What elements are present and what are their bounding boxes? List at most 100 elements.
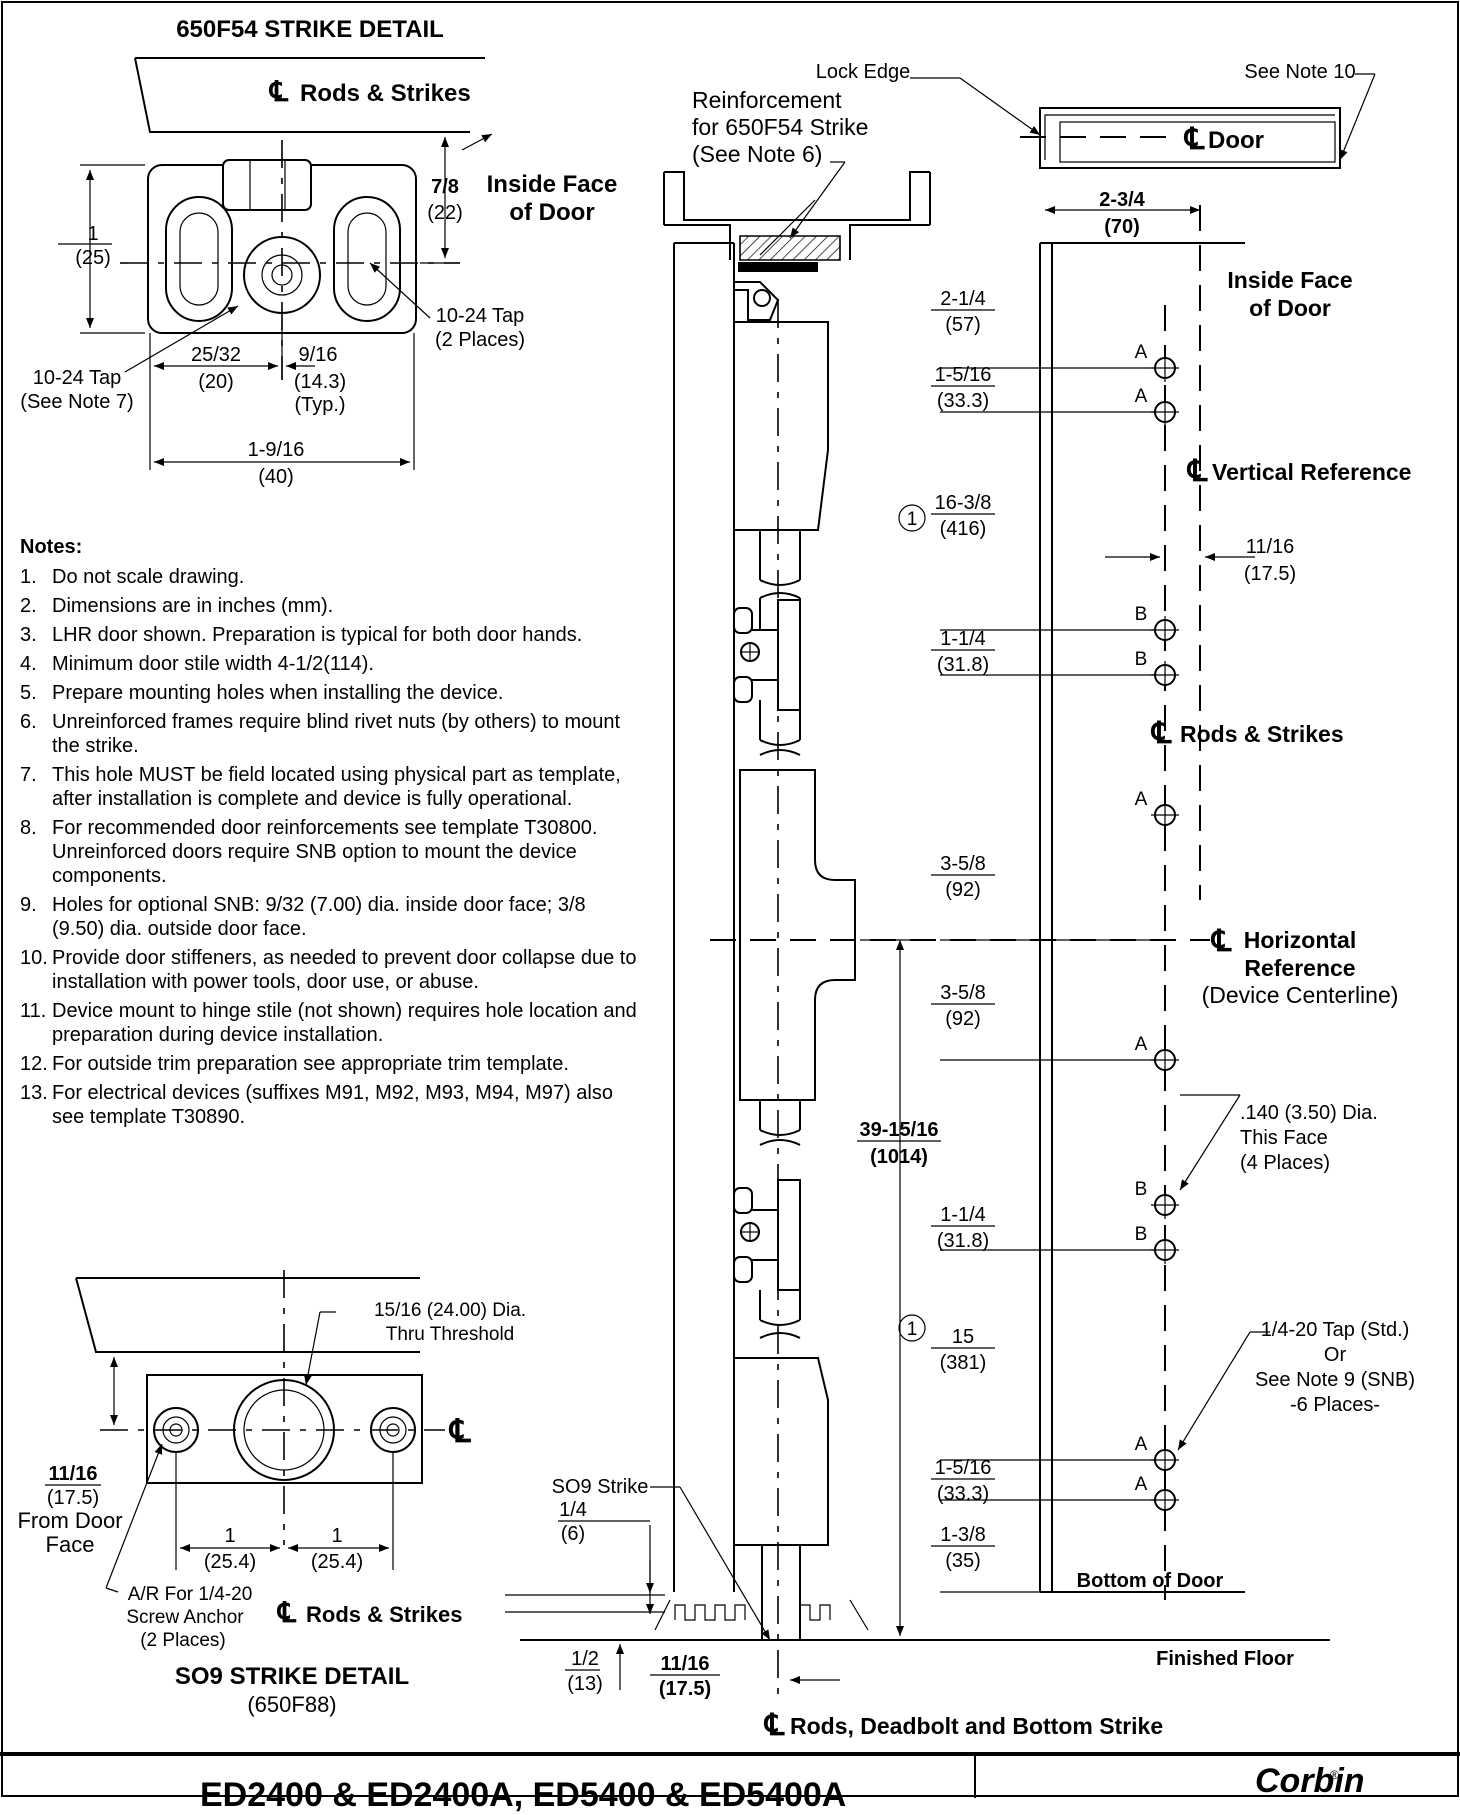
note-text: For recommended door reinforcements see … — [52, 817, 598, 887]
strike-650f54-detail: 650F54 STRIKE DETAIL ℄ Rods & Strikes 7/… — [20, 16, 617, 488]
strike-650f54-cl-label: Rods & Strikes — [300, 80, 471, 107]
reinforcement-label: Reinforcement — [692, 87, 842, 113]
cl-door-label: Door — [1208, 127, 1264, 154]
inside-face-label: of Door — [509, 199, 594, 226]
note-number: 8. — [20, 817, 37, 839]
dim-label: From Door — [17, 1508, 122, 1533]
tap-label: -6 Places- — [1290, 1394, 1380, 1416]
tap-label: See Note 9 (SNB) — [1255, 1369, 1415, 1391]
note-item: 3. LHR door shown. Preparation is typical… — [20, 623, 640, 647]
cl-horizontal-label: Reference — [1244, 955, 1355, 981]
note-item: 4.Minimum door stile width 4-1/2(114). — [20, 652, 640, 676]
note-number: 1. — [20, 566, 37, 588]
finished-floor-label: Finished Floor — [1156, 1648, 1294, 1670]
circled-note-number: 1 — [907, 1319, 918, 1340]
anchor-label: (2 Places) — [140, 1630, 226, 1651]
note-text: Minimum door stile width 4-1/2(114). — [52, 653, 374, 675]
so9-title: SO9 STRIKE DETAIL — [175, 1663, 409, 1690]
notes-heading: Notes: — [20, 536, 83, 558]
dim-label: 2-3/4 — [1099, 189, 1145, 211]
note-item: 9.Holes for optional SNB: 9/32 (7.00) di… — [20, 893, 640, 941]
notes-list: 1.Do not scale drawing. 2. Dimensions are … — [20, 565, 640, 1129]
elevation-dim-bottom: (416) — [940, 518, 987, 540]
note-item: 8. For recommended door reinforcements se… — [20, 816, 640, 888]
hole-letter: A — [1135, 342, 1148, 363]
cl-vertical-label: Vertical Reference — [1212, 459, 1411, 485]
dim-label: (17.5) — [659, 1678, 711, 1700]
inside-face-label: of Door — [1249, 295, 1331, 321]
cl-horizontal-label: Horizontal — [1244, 927, 1356, 953]
registered-mark: ® — [1330, 1768, 1339, 1782]
elevation-dim-top: 15 — [952, 1326, 974, 1348]
strike-650f54-title: 650F54 STRIKE DETAIL — [176, 16, 444, 43]
dim-label: (20) — [198, 371, 234, 393]
tap-label: 10-24 Tap — [436, 305, 525, 327]
note-text: Holes for optional SNB: 9/32 (7.00) dia.… — [52, 894, 586, 940]
brand-logo: Corbin — [1255, 1764, 1365, 1798]
inside-face-label: Inside Face — [1227, 267, 1352, 293]
elevation-dim-top: 1-1/4 — [940, 628, 986, 650]
dim-label: (14.3) — [294, 371, 346, 393]
note-item: 6.Unreinforced frames require blind rive… — [20, 710, 640, 758]
note-item: 2. Dimensions are in inches (mm). — [20, 594, 640, 618]
dim-label: (13) — [567, 1673, 603, 1695]
dim-label: (25) — [75, 247, 111, 269]
note-number: 5. — [20, 682, 37, 704]
so9-strike-label: SO9 Strike — [552, 1476, 649, 1498]
elevation-dim-top: 16-3/8 — [935, 492, 992, 514]
document-title: ED2400 & ED2400A, ED5400 & ED5400A — [200, 1776, 847, 1814]
see-note-10-label: See Note 10 — [1244, 61, 1355, 83]
dim-label: 25/32 — [191, 344, 241, 366]
cl-symbol: ℄ — [268, 76, 289, 107]
note-number: 2. — [20, 595, 37, 617]
elevation-dim-bottom: (92) — [945, 1008, 981, 1030]
note-item: 1.Do not scale drawing. — [20, 565, 640, 589]
elevation-dim-top: 1-1/4 — [940, 1204, 986, 1226]
hole-letter: B — [1135, 1179, 1148, 1200]
inside-face-label: Inside Face — [487, 171, 618, 198]
circled-note-number: 1 — [907, 509, 918, 530]
cl-symbol: ℄ — [763, 1709, 785, 1742]
tap-label: (See Note 7) — [20, 391, 133, 413]
elevation-dim-bottom: (92) — [945, 879, 981, 901]
dim-label: 1 — [87, 223, 98, 245]
hole-letter: B — [1135, 1224, 1148, 1245]
elevation-view: Reinforcement for 650F54 Strike (See Not… — [505, 61, 1415, 1742]
dim-label: (22) — [427, 202, 463, 224]
dim-label: 1/4 — [559, 1499, 587, 1521]
elevation-dim-bottom: (33.3) — [937, 1483, 989, 1505]
cl-bottom-label: Rods, Deadbolt and Bottom Strike — [790, 1713, 1163, 1739]
note-number: 3. — [20, 624, 37, 646]
title-block — [0, 1752, 1460, 1802]
note-item: 12.For outside trim preparation see appr… — [20, 1052, 640, 1076]
hole-label: This Face — [1240, 1127, 1328, 1149]
note-text: LHR door shown. Preparation is typical f… — [52, 624, 583, 646]
circled-note-marker — [898, 504, 926, 532]
so9-cl-symbol: ℄ — [448, 1413, 471, 1449]
dim-label: (17.5) — [1244, 563, 1296, 585]
note-item: 13.For electrical devices (suffixes M91,… — [20, 1081, 640, 1129]
elevation-dim-bottom: (57) — [945, 314, 981, 336]
elevation-dimensions: 2-1/4(57)1-5/16(33.3)16-3/8(416)1-1/4(31… — [898, 288, 1160, 1593]
elevation-dim-top: 1-5/16 — [935, 364, 992, 386]
dim-label: 11/16 — [661, 1653, 710, 1675]
cl-symbol: ℄ — [1210, 925, 1232, 958]
dim-label: (6) — [561, 1523, 585, 1545]
dim-label: 1-9/16 — [248, 439, 305, 461]
so9-cl-label: Rods & Strikes — [306, 1602, 463, 1627]
brand-name: Corbin — [1255, 1762, 1365, 1800]
note-text: Dimensions are in inches (mm). — [52, 595, 334, 617]
cl-rods-label: Rods & Strikes — [1180, 721, 1344, 747]
circled-note-marker — [898, 1314, 926, 1342]
tap-label: Or — [1324, 1344, 1347, 1366]
strike-so9-detail: ℄ 11/16 (17.5) From Door Face 15/16 (24.… — [17, 1270, 526, 1717]
elevation-dim-bottom: (35) — [945, 1550, 981, 1572]
dim-label: (17.5) — [47, 1487, 99, 1509]
hole-label: .140 (3.50) Dia. — [1240, 1102, 1378, 1124]
notes-panel: Notes: 1.Do not scale drawing. 2. Dimensio… — [20, 535, 640, 1134]
hole-letter: A — [1135, 789, 1148, 810]
hole-letter: B — [1135, 604, 1148, 625]
cl-symbol: ℄ — [1183, 123, 1205, 156]
cl-symbol: ℄ — [276, 1597, 297, 1628]
